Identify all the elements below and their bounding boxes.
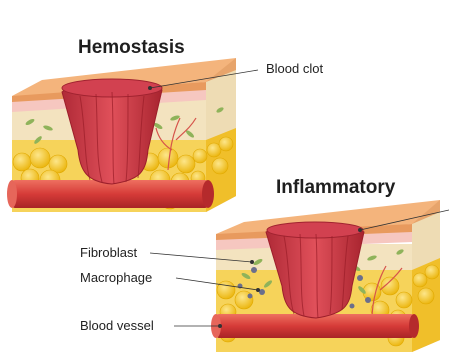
macrophage-leader-dot xyxy=(256,288,260,292)
inflammatory-title: Inflammatory xyxy=(276,177,396,198)
inflammatory-block xyxy=(211,200,440,352)
hemostasis-block xyxy=(7,58,236,212)
hemostasis-title: Hemostasis xyxy=(78,37,185,58)
fibroblast-label: Fibroblast xyxy=(80,245,137,260)
blood-vessel-leader-dot xyxy=(218,324,222,328)
inflammatory-leader-dot xyxy=(358,228,362,232)
fibroblast-leader-dot xyxy=(250,260,254,264)
blood-vessel-label: Blood vessel xyxy=(80,318,154,333)
blood-clot-leader-dot xyxy=(148,86,152,90)
blood-clot-label: Blood clot xyxy=(266,61,323,76)
macrophage-label: Macrophage xyxy=(80,270,152,285)
